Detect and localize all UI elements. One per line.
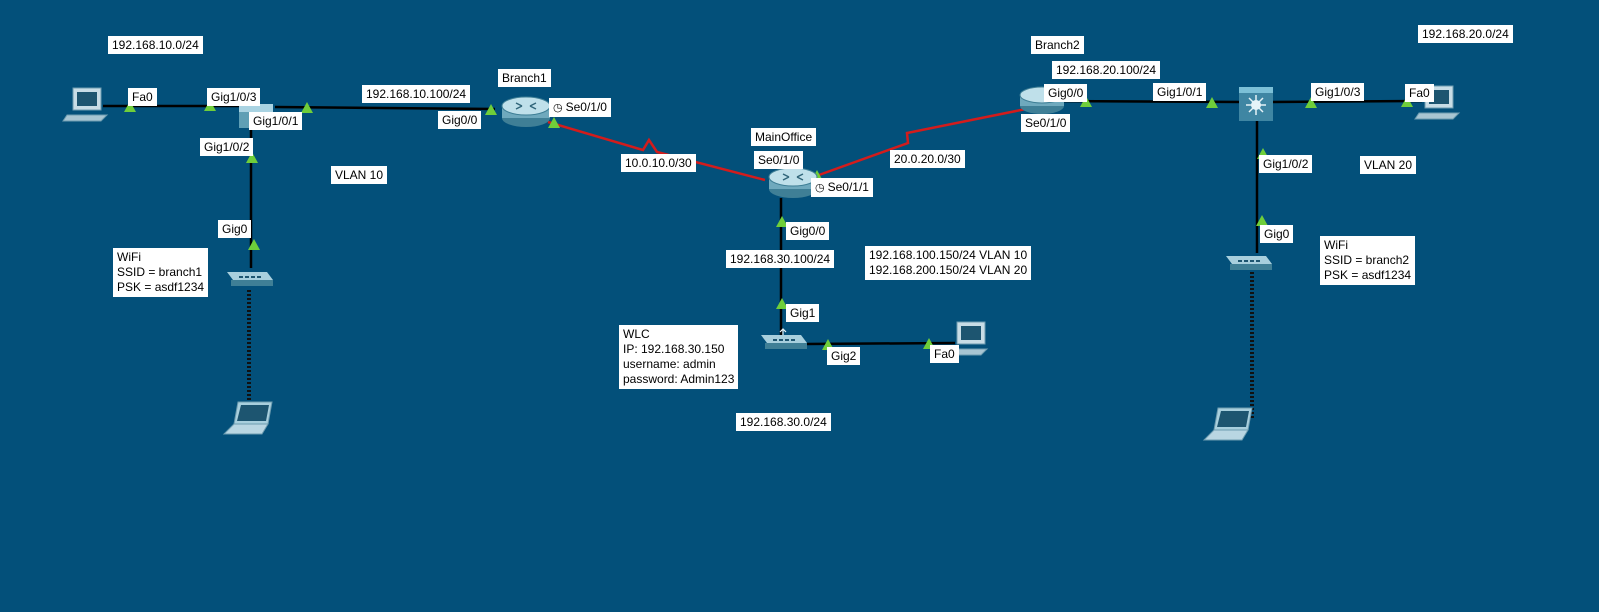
port-label: Gig1/0/3 xyxy=(207,88,261,106)
port-label: Gig1 xyxy=(786,304,820,322)
device-name-mainoffice: MainOffice xyxy=(751,128,817,146)
network-label: 192.168.30.0/24 xyxy=(736,413,831,431)
link-main-b2-serial[interactable] xyxy=(804,106,1032,182)
subinterface-note: 192.168.100.150/24 VLAN 10 192.168.200.1… xyxy=(865,246,1032,280)
port-marker xyxy=(1206,97,1218,108)
port-label: Gig0/0 xyxy=(786,222,830,240)
router-icon[interactable] xyxy=(768,167,818,198)
serial-network-label: 20.0.20.0/30 xyxy=(890,150,965,168)
port-marker xyxy=(124,101,136,112)
port-label: ◷Se0/1/1 xyxy=(811,178,873,197)
port-marker xyxy=(246,152,258,163)
pc-icon[interactable] xyxy=(62,87,109,122)
port-label: Gig1/0/2 xyxy=(1259,155,1313,173)
port-label: Gig1/0/3 xyxy=(1311,83,1365,101)
wlc-note: WLC IP: 192.168.30.150 username: admin p… xyxy=(619,325,739,389)
port-label-text: Se0/1/0 xyxy=(565,100,607,114)
port-label: Gig0/0 xyxy=(1044,84,1088,102)
wifi-note-branch1: WiFi SSID = branch1 PSK = asdf1234 xyxy=(113,248,209,297)
serial-network-label: 10.0.10.0/30 xyxy=(621,154,696,172)
port-marker xyxy=(776,298,788,309)
port-label: Gig1/0/1 xyxy=(1153,83,1207,101)
port-label: Gig2 xyxy=(827,347,861,365)
router-icon[interactable] xyxy=(501,96,551,127)
device-name-branch2: Branch2 xyxy=(1031,36,1084,54)
clock-icon: ◷ xyxy=(815,182,825,194)
port-label: Fa0 xyxy=(930,345,959,363)
vlan-label: VLAN 20 xyxy=(1360,156,1417,174)
port-label: Gig0 xyxy=(218,220,252,238)
port-label: Fa0 xyxy=(128,88,157,106)
device-name-branch1: Branch1 xyxy=(498,69,551,87)
port-marker xyxy=(548,117,560,128)
port-label: Gig1/0/1 xyxy=(249,112,303,130)
link-b2sw-b2pc[interactable] xyxy=(1269,99,1423,104)
network-label: 192.168.20.0/24 xyxy=(1418,25,1513,43)
port-label: Fa0 xyxy=(1405,84,1434,102)
link-b1sw-b1router[interactable] xyxy=(274,105,496,111)
multilayer-switch-icon[interactable] xyxy=(1239,87,1273,121)
port-label: Gig0/0 xyxy=(438,111,482,129)
gateway-label: 192.168.10.100/24 xyxy=(362,85,471,103)
vlan-label: VLAN 10 xyxy=(331,166,388,184)
port-label: Se0/1/0 xyxy=(1021,114,1071,132)
clock-icon: ◷ xyxy=(553,102,563,114)
network-label: 192.168.10.0/24 xyxy=(108,36,203,54)
port-marker xyxy=(1305,97,1317,108)
port-marker xyxy=(485,104,497,115)
port-marker xyxy=(776,216,788,227)
access-point-icon[interactable] xyxy=(227,272,273,286)
wlc-icon[interactable] xyxy=(761,328,807,349)
wireless-links xyxy=(247,272,1254,420)
port-label: ◷Se0/1/0 xyxy=(549,98,611,117)
laptop-icon[interactable] xyxy=(222,401,273,435)
port-marker xyxy=(248,239,260,250)
port-marker xyxy=(301,102,313,113)
port-label: Gig1/0/2 xyxy=(200,138,254,156)
port-label: Se0/1/0 xyxy=(754,151,804,169)
gateway-label: 192.168.30.100/24 xyxy=(726,250,835,268)
port-marker xyxy=(1256,215,1268,226)
port-label: Gig0 xyxy=(1260,225,1294,243)
gateway-label: 192.168.20.100/24 xyxy=(1052,61,1161,79)
port-label-text: Se0/1/1 xyxy=(827,180,869,194)
wifi-note-branch2: WiFi SSID = branch2 PSK = asdf1234 xyxy=(1320,236,1416,285)
laptop-icon[interactable] xyxy=(1202,407,1253,441)
access-point-icon[interactable] xyxy=(1226,256,1272,270)
